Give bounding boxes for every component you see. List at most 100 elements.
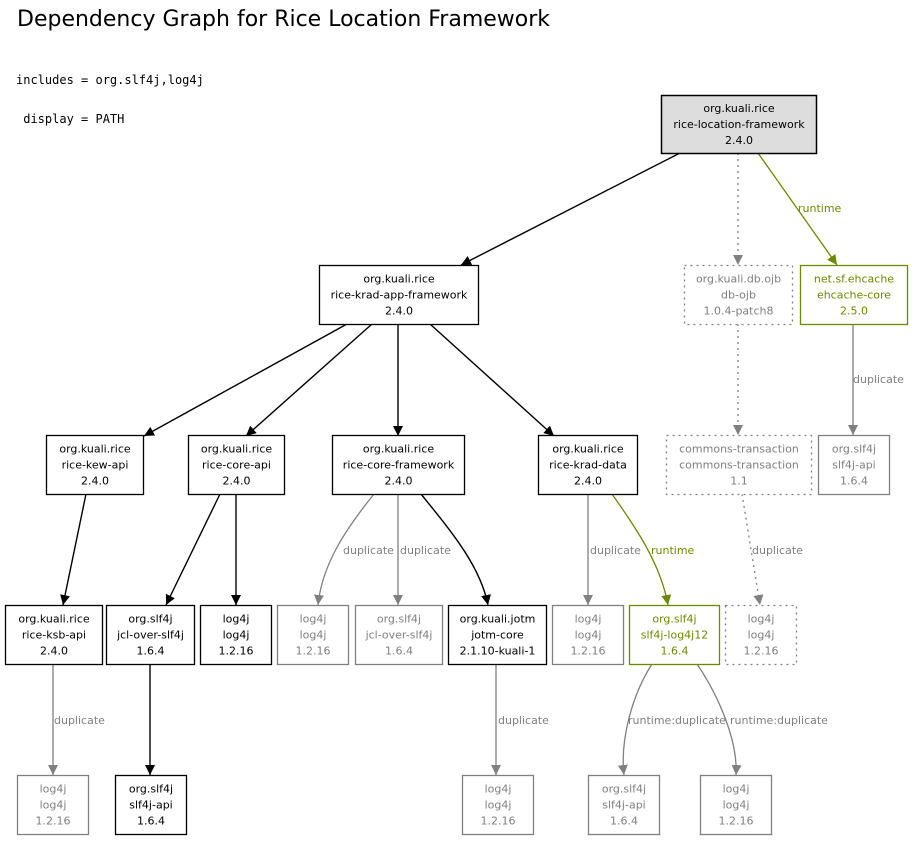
- node-artifact-id: log4j: [575, 629, 602, 642]
- node-artifact-id: ehcache-core: [817, 289, 891, 302]
- node-group-id: log4j: [300, 613, 327, 626]
- node-version: 1.2.16: [719, 815, 754, 828]
- node-version: 1.6.4: [137, 645, 165, 658]
- node-box: [699, 774, 773, 836]
- node-box: [551, 604, 625, 666]
- node-box: [537, 434, 639, 496]
- diagram-parameters: includes = org.slf4j,log4j display = PAT…: [16, 48, 204, 139]
- node-version: 1.2.16: [481, 815, 516, 828]
- edge-corefw-to-log4j_dup1: [314, 493, 375, 606]
- node-group-id: log4j: [40, 783, 67, 796]
- node-version: 1.2.16: [219, 645, 254, 658]
- node-box: [199, 604, 273, 666]
- node-group-id: org.slf4j: [602, 783, 646, 796]
- node-artifact-id: slf4j-api: [129, 799, 172, 812]
- node-artifact-id: rice-core-api: [202, 459, 271, 472]
- node-box: [628, 604, 721, 666]
- node-box: [447, 604, 548, 666]
- node-group-id: org.kuali.db.ojb: [696, 273, 781, 286]
- node-log4j_dup5: log4j log4j 1.2.16: [699, 774, 773, 836]
- node-box: [665, 434, 813, 496]
- node-log4j_main: log4j log4j 1.2.16: [199, 604, 273, 666]
- node-box: [4, 604, 104, 666]
- node-artifact-id: slf4j-log4j12: [641, 629, 709, 642]
- node-artifact-id: slf4j-api: [832, 459, 875, 472]
- node-group-id: org.kuali.rice: [18, 613, 90, 626]
- diagram-title: Dependency Graph for Rice Location Frame…: [17, 7, 551, 32]
- edge-label: duplicate: [498, 714, 549, 727]
- node-version: 1.6.4: [610, 815, 638, 828]
- node-box: [105, 604, 196, 666]
- node-box: [799, 264, 909, 326]
- node-group-id: log4j: [575, 613, 602, 626]
- node-root: org.kuali.ricerice-location-framework2.4…: [660, 94, 818, 155]
- node-version: 1.2.16: [296, 645, 331, 658]
- node-artifact-id: rice-krad-app-framework: [331, 289, 468, 302]
- node-artifact-id: log4j: [485, 799, 512, 812]
- edge-kradapp-to-kraddata: [429, 323, 555, 437]
- edge-label: runtime:duplicate: [730, 714, 828, 727]
- node-artifact-id: log4j: [40, 799, 67, 812]
- node-ctrans: commons-transactioncommons-transaction1.…: [665, 434, 813, 496]
- edge-kew-to-ksb: [60, 493, 87, 606]
- edge-root-to-ehcache: [757, 152, 838, 266]
- node-version: 1.6.4: [385, 645, 413, 658]
- node-artifact-id: rice-kew-api: [62, 459, 129, 472]
- node-group-id: org.kuali.rice: [552, 443, 624, 456]
- node-box: [318, 264, 480, 326]
- node-artifact-id: log4j: [223, 629, 250, 642]
- node-artifact-id: jcl-over-slf4j: [116, 629, 184, 642]
- node-group-id: log4j: [223, 613, 250, 626]
- edge-label: runtime: [651, 544, 695, 557]
- node-group-id: org.kuali.rice: [201, 443, 273, 456]
- node-artifact-id: jotm-core: [470, 629, 524, 642]
- edge-coreapi-to-jcl: [165, 493, 221, 606]
- node-group-id: org.slf4j: [128, 613, 172, 626]
- node-version: 2.4.0: [725, 134, 753, 147]
- node-version: 1.6.4: [137, 815, 165, 828]
- node-log4j_dup4: log4j log4j 1.2.16: [461, 774, 535, 836]
- node-group-id: net.sf.ehcache: [814, 273, 894, 286]
- node-artifact-id: commons-transaction: [679, 459, 799, 472]
- edge-label: duplicate: [400, 544, 451, 557]
- node-group-id: log4j: [723, 783, 750, 796]
- node-box: [817, 434, 891, 496]
- edge-label: runtime:duplicate: [628, 714, 726, 727]
- node-box: [331, 434, 466, 496]
- edge-kradapp-to-coreapi: [245, 323, 373, 437]
- node-group-id: log4j: [485, 783, 512, 796]
- node-group-id: org.kuali.jotm: [460, 613, 536, 626]
- node-version: 2.4.0: [40, 645, 68, 658]
- node-version: 2.4.0: [574, 475, 602, 488]
- node-group-id: org.slf4j: [652, 613, 696, 626]
- node-artifact-id: log4j: [300, 629, 327, 642]
- edge-root-to-kradapp: [460, 152, 681, 266]
- node-artifact-id: rice-location-framework: [673, 118, 805, 131]
- node-box: [660, 94, 818, 155]
- node-artifact-id: rice-core-framework: [343, 459, 455, 472]
- node-box: [683, 264, 794, 326]
- edge-corefw-to-jotm: [420, 493, 491, 606]
- param-includes: includes = org.slf4j,log4j: [16, 73, 204, 87]
- node-group-id: commons-transaction: [679, 443, 799, 456]
- node-artifact-id: slf4j-api: [602, 799, 645, 812]
- node-version: 2.4.0: [385, 305, 413, 318]
- node-box: [45, 434, 145, 496]
- edge-kradapp-to-kew: [143, 323, 348, 437]
- edge-ctrans-to-log4j_dotted: [741, 493, 764, 606]
- node-box: [724, 604, 798, 666]
- edge-label: duplicate: [752, 544, 803, 557]
- node-artifact-id: log4j: [723, 799, 750, 812]
